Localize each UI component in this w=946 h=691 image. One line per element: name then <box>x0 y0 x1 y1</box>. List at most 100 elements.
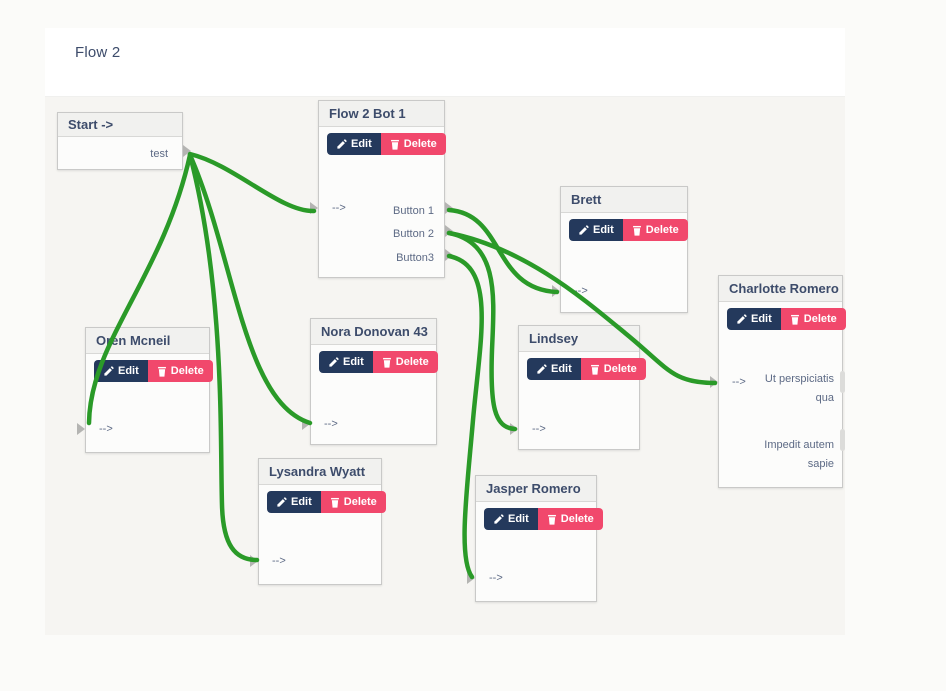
port-nub-button2-out[interactable] <box>445 225 453 237</box>
port-label-input: --> <box>532 423 546 435</box>
edit-button-label: Edit <box>118 365 139 377</box>
node-jasper-title[interactable]: Jasper Romero <box>476 476 596 502</box>
delete-button[interactable]: Delete <box>622 219 688 241</box>
delete-button-label: Delete <box>645 224 679 236</box>
link-test-to-flow2bot1 <box>187 151 317 214</box>
port-label-ut-perspiciatis: Ut perspiciatis qua <box>764 373 834 404</box>
trash-delete-icon <box>632 225 642 236</box>
pencil-edit-icon <box>536 363 547 375</box>
edit-button[interactable]: Edit <box>267 491 321 513</box>
node-lysandra-wyatt[interactable]: Lysandra Wyatt Edit Delete --> <box>250 458 386 585</box>
edit-button-label: Edit <box>508 513 529 525</box>
delete-button[interactable]: Delete <box>580 358 646 380</box>
node-nora-donovan[interactable]: Nora Donovan 43 Edit Delete --> <box>302 318 438 445</box>
node-oren-mcneil[interactable]: Oren Mcneil Edit Delete --> <box>77 327 213 453</box>
port-nub-test-out[interactable] <box>183 145 191 157</box>
node-flow2bot1[interactable]: Flow 2 Bot 1 Edit Delete --> Button 1 Bu… <box>310 100 453 278</box>
edit-button[interactable]: Edit <box>327 133 381 155</box>
edit-button[interactable]: Edit <box>527 358 581 380</box>
pencil-edit-icon <box>493 513 504 525</box>
delete-button-label: Delete <box>560 513 594 525</box>
port-label-button3: Button3 <box>396 252 434 264</box>
port-nub-button3-out[interactable] <box>445 249 453 261</box>
trash-delete-icon <box>330 497 340 508</box>
node-lindsey[interactable]: Lindsey Edit Delete --> <box>510 325 646 450</box>
edit-button-label: Edit <box>343 356 364 368</box>
trash-delete-icon <box>390 139 400 150</box>
node-oren-title[interactable]: Oren Mcneil <box>86 328 209 354</box>
edit-button-label: Edit <box>291 496 312 508</box>
node-lindsey-actions: Edit Delete <box>527 358 646 380</box>
delete-button-label: Delete <box>395 356 429 368</box>
delete-button[interactable]: Delete <box>320 491 386 513</box>
port-nub-out-1[interactable] <box>840 371 845 393</box>
port-nub-in[interactable] <box>310 202 318 214</box>
node-oren-actions: Edit Delete <box>94 360 213 382</box>
port-label-impedit-autem: Impedit autem sapie <box>764 439 834 470</box>
node-jasper-romero[interactable]: Jasper Romero Edit Delete --> <box>467 475 603 602</box>
port-label-input: --> <box>732 376 746 388</box>
node-brett[interactable]: Brett Edit Delete --> <box>552 186 688 313</box>
node-lysandra-actions: Edit Delete <box>267 491 386 513</box>
edit-button[interactable]: Edit <box>569 219 623 241</box>
node-charlotte-romero[interactable]: Charlotte Romero Edit Delete --> Ut pers… <box>710 275 846 488</box>
pencil-edit-icon <box>276 496 287 508</box>
node-brett-title[interactable]: Brett <box>561 187 687 213</box>
port-nub-in[interactable] <box>552 285 560 297</box>
port-nub-out-2[interactable] <box>840 429 845 451</box>
edit-button-label: Edit <box>751 313 772 325</box>
port-nub-in[interactable] <box>250 555 258 567</box>
node-charlotte-actions: Edit Delete <box>727 308 846 330</box>
flow-canvas[interactable]: Start -> test Flow 2 Bot 1 Edit Delete -… <box>45 97 846 635</box>
delete-button-label: Delete <box>603 363 637 375</box>
edit-button-label: Edit <box>551 363 572 375</box>
delete-button-label: Delete <box>343 496 377 508</box>
flow-header-bar: Flow 2 <box>45 28 845 97</box>
port-label-input: --> <box>99 423 113 435</box>
pencil-edit-icon <box>336 138 347 150</box>
port-nub-in[interactable] <box>510 423 518 435</box>
node-nora-title[interactable]: Nora Donovan 43 <box>311 319 436 345</box>
edit-button[interactable]: Edit <box>94 360 148 382</box>
node-flow2bot1-title[interactable]: Flow 2 Bot 1 <box>319 101 444 127</box>
delete-button[interactable]: Delete <box>147 360 213 382</box>
port-nub-in[interactable] <box>302 418 310 430</box>
node-lindsey-title[interactable]: Lindsey <box>519 326 639 352</box>
edit-button-label: Edit <box>351 138 372 150</box>
node-flow2bot1-actions: Edit Delete <box>327 133 446 155</box>
port-label-test: test <box>150 148 168 160</box>
node-charlotte-title[interactable]: Charlotte Romero <box>719 276 842 302</box>
port-nub-in[interactable] <box>77 423 85 435</box>
pencil-edit-icon <box>103 365 114 377</box>
delete-button[interactable]: Delete <box>380 133 446 155</box>
port-nub-button1-out[interactable] <box>445 202 453 214</box>
port-nub-in[interactable] <box>467 572 475 584</box>
trash-delete-icon <box>790 314 800 325</box>
delete-button-label: Delete <box>803 313 837 325</box>
port-label-input: --> <box>574 285 588 297</box>
node-lysandra-title[interactable]: Lysandra Wyatt <box>259 459 381 485</box>
edit-button[interactable]: Edit <box>319 351 373 373</box>
trash-delete-icon <box>547 514 557 525</box>
node-start-title[interactable]: Start -> <box>58 113 182 137</box>
link-button2-to-lindsey <box>446 230 518 432</box>
pencil-edit-icon <box>328 356 339 368</box>
pencil-edit-icon <box>736 313 747 325</box>
delete-button-label: Delete <box>170 365 204 377</box>
node-nora-actions: Edit Delete <box>319 351 438 373</box>
delete-button[interactable]: Delete <box>372 351 438 373</box>
node-start[interactable]: Start -> test <box>57 112 191 170</box>
port-label-button2: Button 2 <box>393 228 434 240</box>
node-brett-actions: Edit Delete <box>569 219 688 241</box>
port-nub-in[interactable] <box>710 376 718 388</box>
delete-button[interactable]: Delete <box>537 508 603 530</box>
trash-delete-icon <box>590 364 600 375</box>
edit-button[interactable]: Edit <box>727 308 781 330</box>
node-jasper-actions: Edit Delete <box>484 508 603 530</box>
edit-button[interactable]: Edit <box>484 508 538 530</box>
delete-button[interactable]: Delete <box>780 308 846 330</box>
delete-button-label: Delete <box>403 138 437 150</box>
trash-delete-icon <box>157 366 167 377</box>
port-label-button1: Button 1 <box>393 205 434 217</box>
